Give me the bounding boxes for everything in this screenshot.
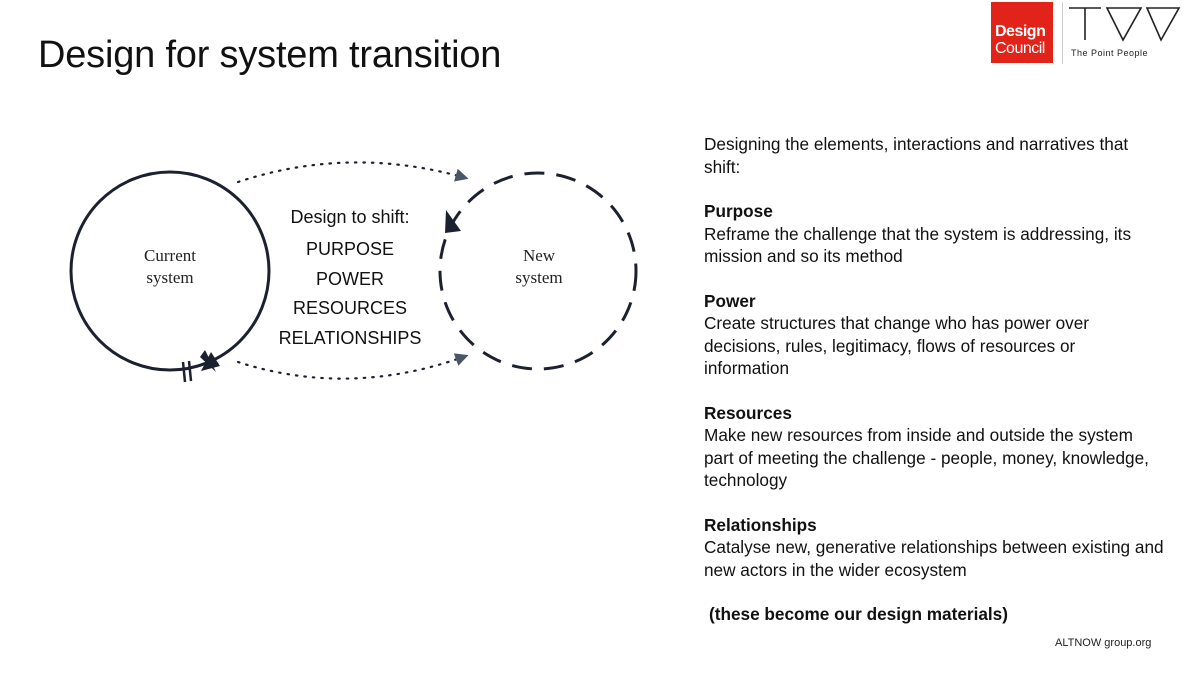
design-council-logo-line1: Design <box>995 23 1046 40</box>
dotted-arrow-top <box>236 161 469 184</box>
section-body: Reframe the challenge that the system is… <box>704 223 1132 267</box>
closing-note: (these become our design materials) <box>709 604 1008 624</box>
section-purpose: Purpose Reframe the challenge that the s… <box>704 200 1164 268</box>
section-resources: Resources Make new resources from inside… <box>704 402 1164 492</box>
section-body: Create structures that change who has po… <box>704 313 1090 378</box>
design-to-shift-block: Design to shift: PURPOSE POWER RESOURCES… <box>260 205 440 353</box>
section-heading: Resources <box>704 402 792 423</box>
shift-item-resources: RESOURCES <box>292 298 408 318</box>
point-people-logo-mark <box>1069 7 1181 42</box>
description-column: Designing the elements, interactions and… <box>704 133 1164 626</box>
section-power: Power Create structures that change who … <box>704 290 1164 380</box>
design-council-logo-line2: Council <box>995 40 1045 57</box>
current-system-arrowhead-fill <box>201 352 220 371</box>
current-system-label: Current system <box>120 245 220 289</box>
shift-item-purpose: PURPOSE <box>305 239 395 259</box>
new-system-label-line1: New <box>522 246 556 265</box>
current-system-tick-a <box>181 361 187 383</box>
point-people-logo-text: The Point People <box>1071 48 1149 58</box>
current-system-label-line1: Current <box>144 246 196 265</box>
section-relationships: Relationships Catalyse new, generative r… <box>704 514 1164 582</box>
design-council-logo: Design Council <box>991 2 1053 63</box>
shift-item-power: POWER <box>315 268 384 289</box>
new-system-label-line2: system <box>515 268 563 287</box>
dotted-arrow-bottom <box>236 353 469 380</box>
section-heading: Purpose <box>704 201 773 221</box>
slide-title: Design for system transition <box>38 34 502 76</box>
section-body: Catalyse new, generative relationships b… <box>704 537 1164 580</box>
design-to-shift-heading: Design to shift: <box>290 207 410 227</box>
new-system-circle <box>438 171 638 371</box>
current-system-tick-b <box>187 360 193 382</box>
section-heading: Power <box>704 290 756 311</box>
system-transition-diagram <box>69 161 638 383</box>
section-heading: Relationships <box>704 514 817 535</box>
new-system-label: New system <box>489 245 589 289</box>
intro-text: Designing the elements, interactions and… <box>704 134 1129 177</box>
shift-item-relationships: RELATIONSHIPS <box>278 327 422 348</box>
current-system-circle <box>69 170 271 372</box>
point-people-logo: The Point People <box>1062 2 1187 64</box>
footer-credit: ALTNOW group.org <box>1055 637 1152 649</box>
new-system-arrowhead <box>445 210 461 233</box>
current-system-label-line2: system <box>146 268 194 287</box>
section-body: Make new resources from inside and outsi… <box>704 425 1149 490</box>
